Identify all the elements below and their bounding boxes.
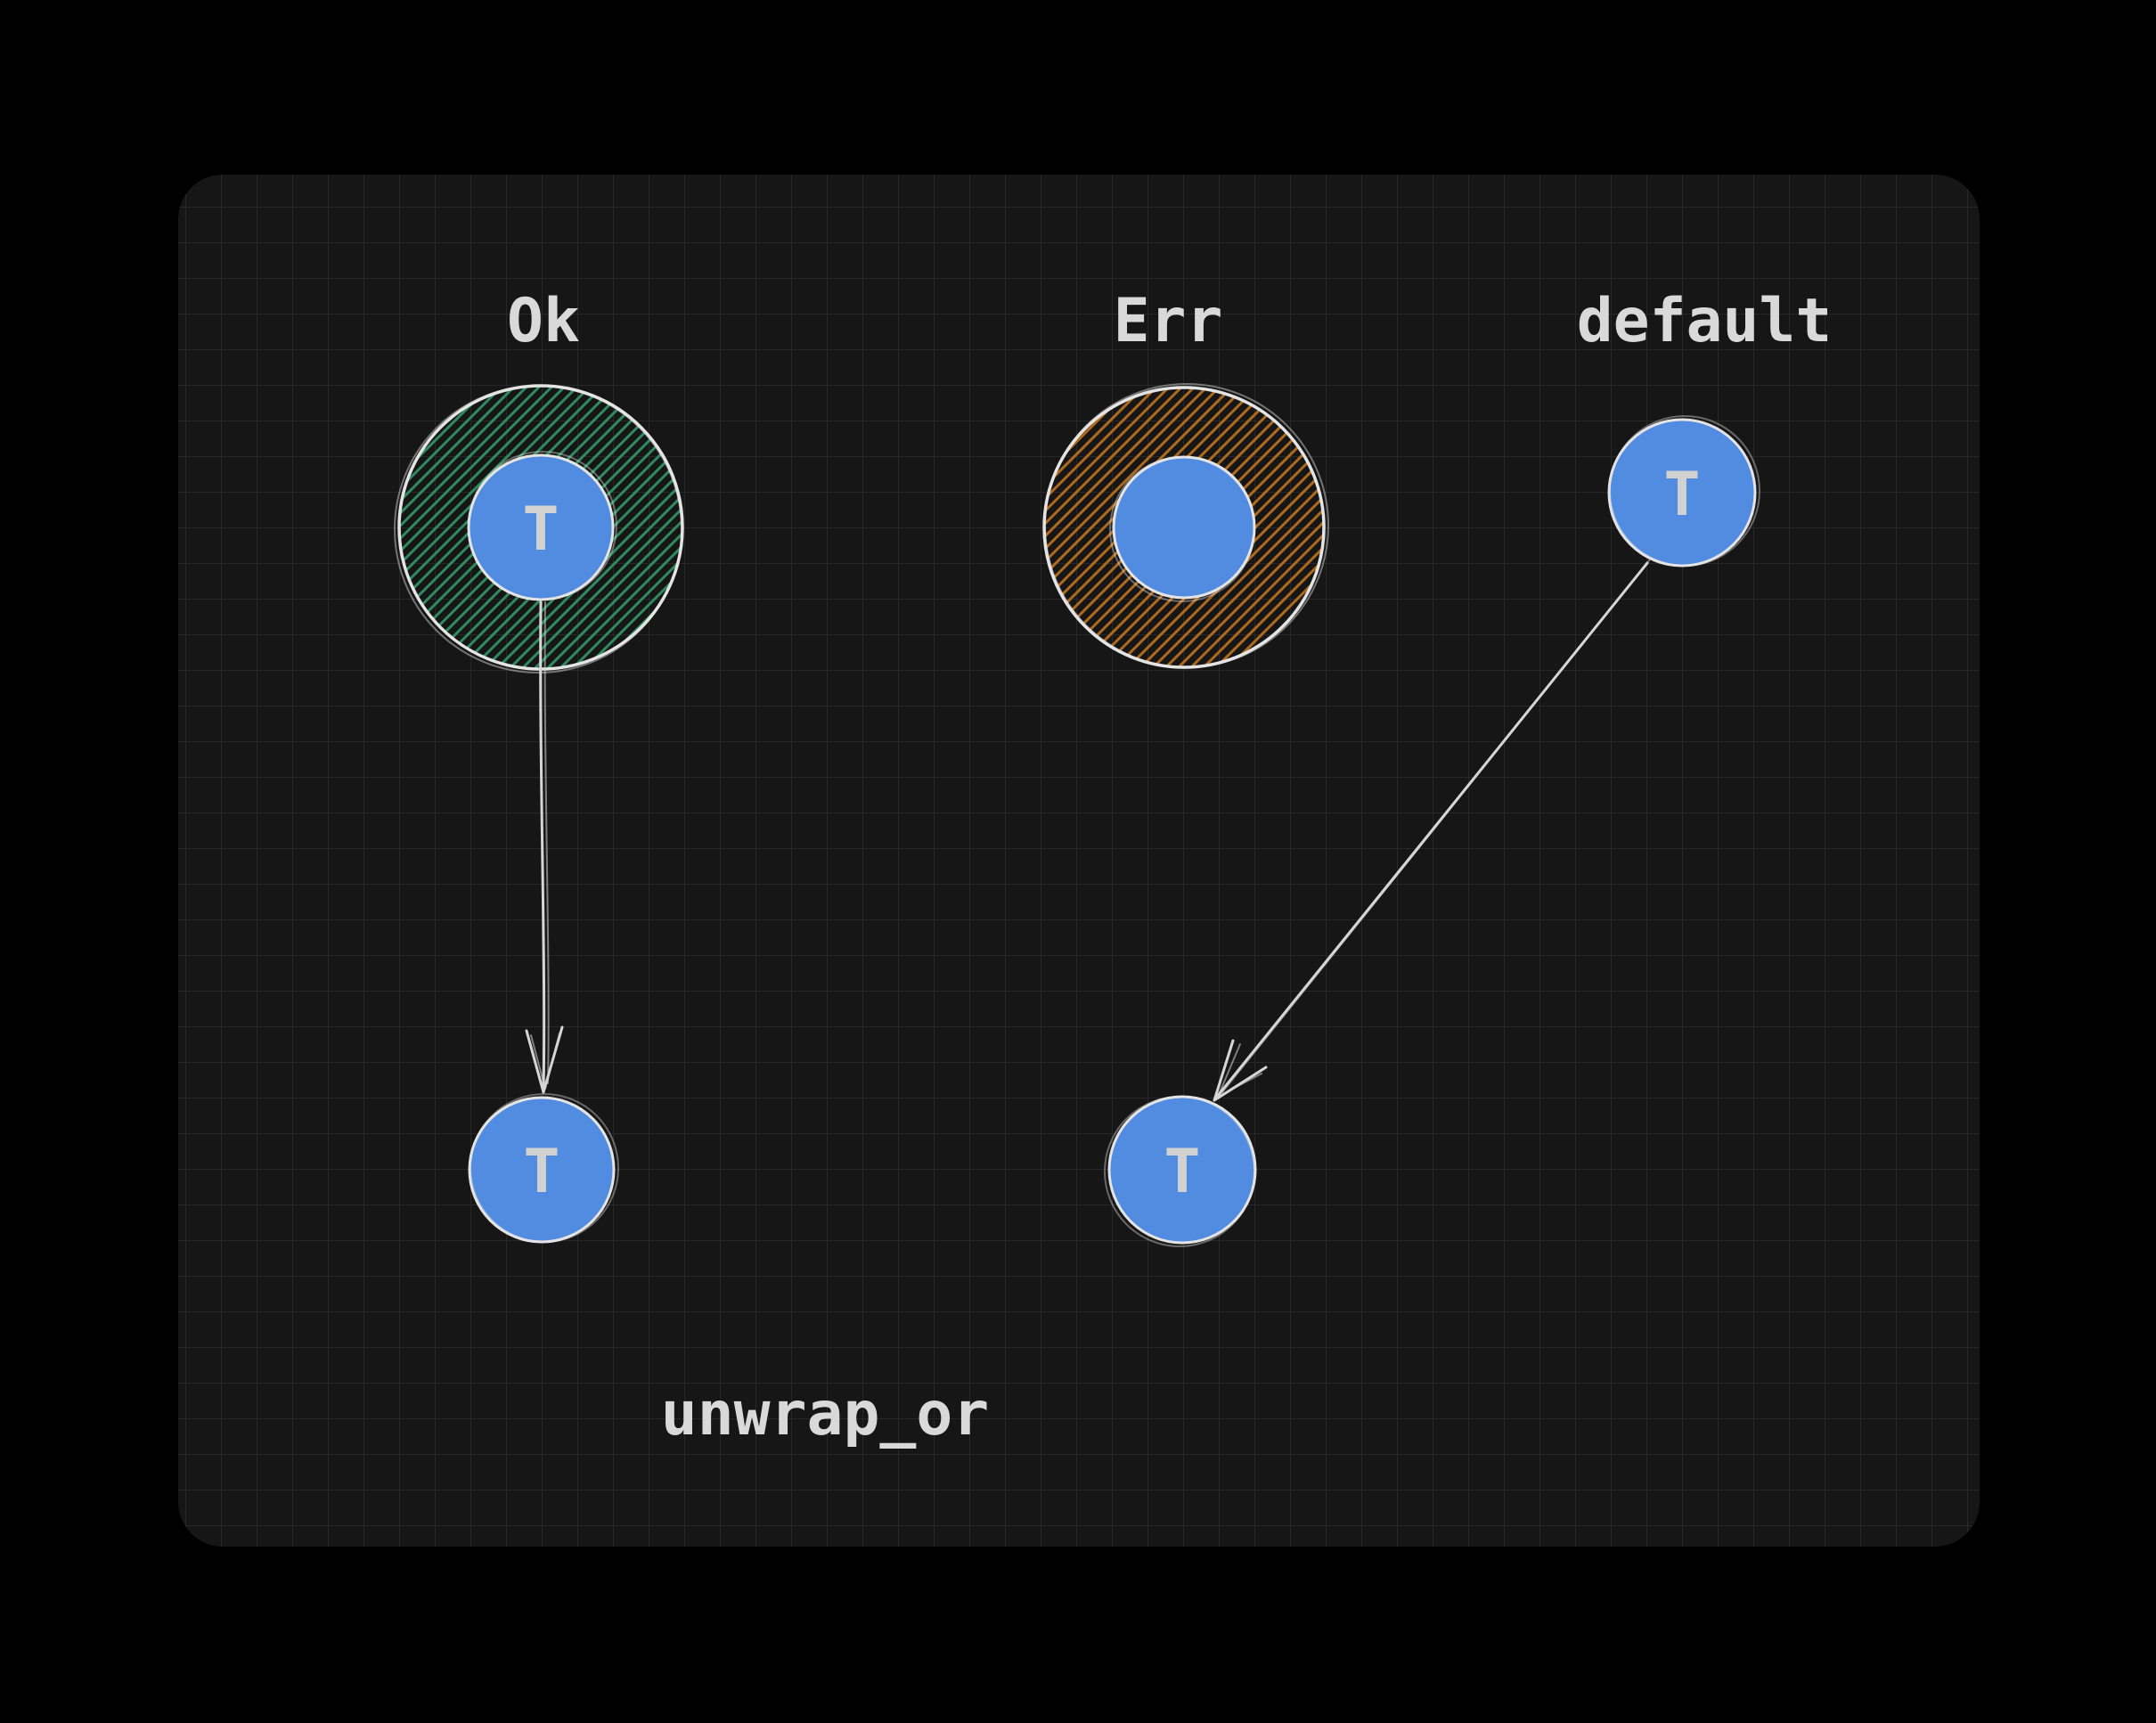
ok-value-node: T [467,451,617,601]
arrow-shaft-sketch [543,601,550,1084]
err-value-sketch-stroke [1109,456,1255,602]
card-grid [178,175,1980,1547]
err-value-node [1109,455,1256,602]
default-value-circle [1607,418,1757,568]
arrow-ok-to-result [525,600,564,1094]
result-ok-node: T [468,1093,619,1244]
ok-value-label: T [523,494,559,565]
err-value-circle [1112,455,1256,600]
default-group: default T [1577,286,1833,568]
ok-label: Ok [507,286,580,356]
ok-ring-sketch-stroke [394,385,682,674]
result-default-node: T [1104,1095,1257,1247]
result-ok-label: T [524,1137,560,1207]
ok-value-sketch-stroke [468,451,617,600]
result-ok-sketch-stroke [470,1093,619,1243]
default-label: default [1577,286,1833,356]
diagram-caption: unwrap_or [661,1379,989,1449]
arrowhead-sketch [1217,1043,1262,1098]
ok-group: Ok T [394,286,684,674]
arrow-shaft [539,600,546,1090]
canvas-card [178,175,1980,1547]
err-group: Err [1042,286,1329,669]
err-ring-sketch-stroke [1044,383,1329,668]
ok-value-circle [467,453,615,601]
default-value-node: T [1607,415,1760,568]
arrow-default-to-result [1213,559,1651,1102]
result-default-label: T [1164,1137,1201,1207]
err-label: Err [1114,286,1223,356]
result-ok-circle [468,1096,616,1244]
result-default-sketch-stroke [1104,1096,1255,1247]
arrowhead-sketch [530,1033,560,1090]
arrow-shaft-sketch [1221,559,1651,1093]
default-value-sketch-stroke [1609,415,1760,567]
default-value-label: T [1664,460,1701,530]
result-default-circle [1107,1095,1257,1245]
